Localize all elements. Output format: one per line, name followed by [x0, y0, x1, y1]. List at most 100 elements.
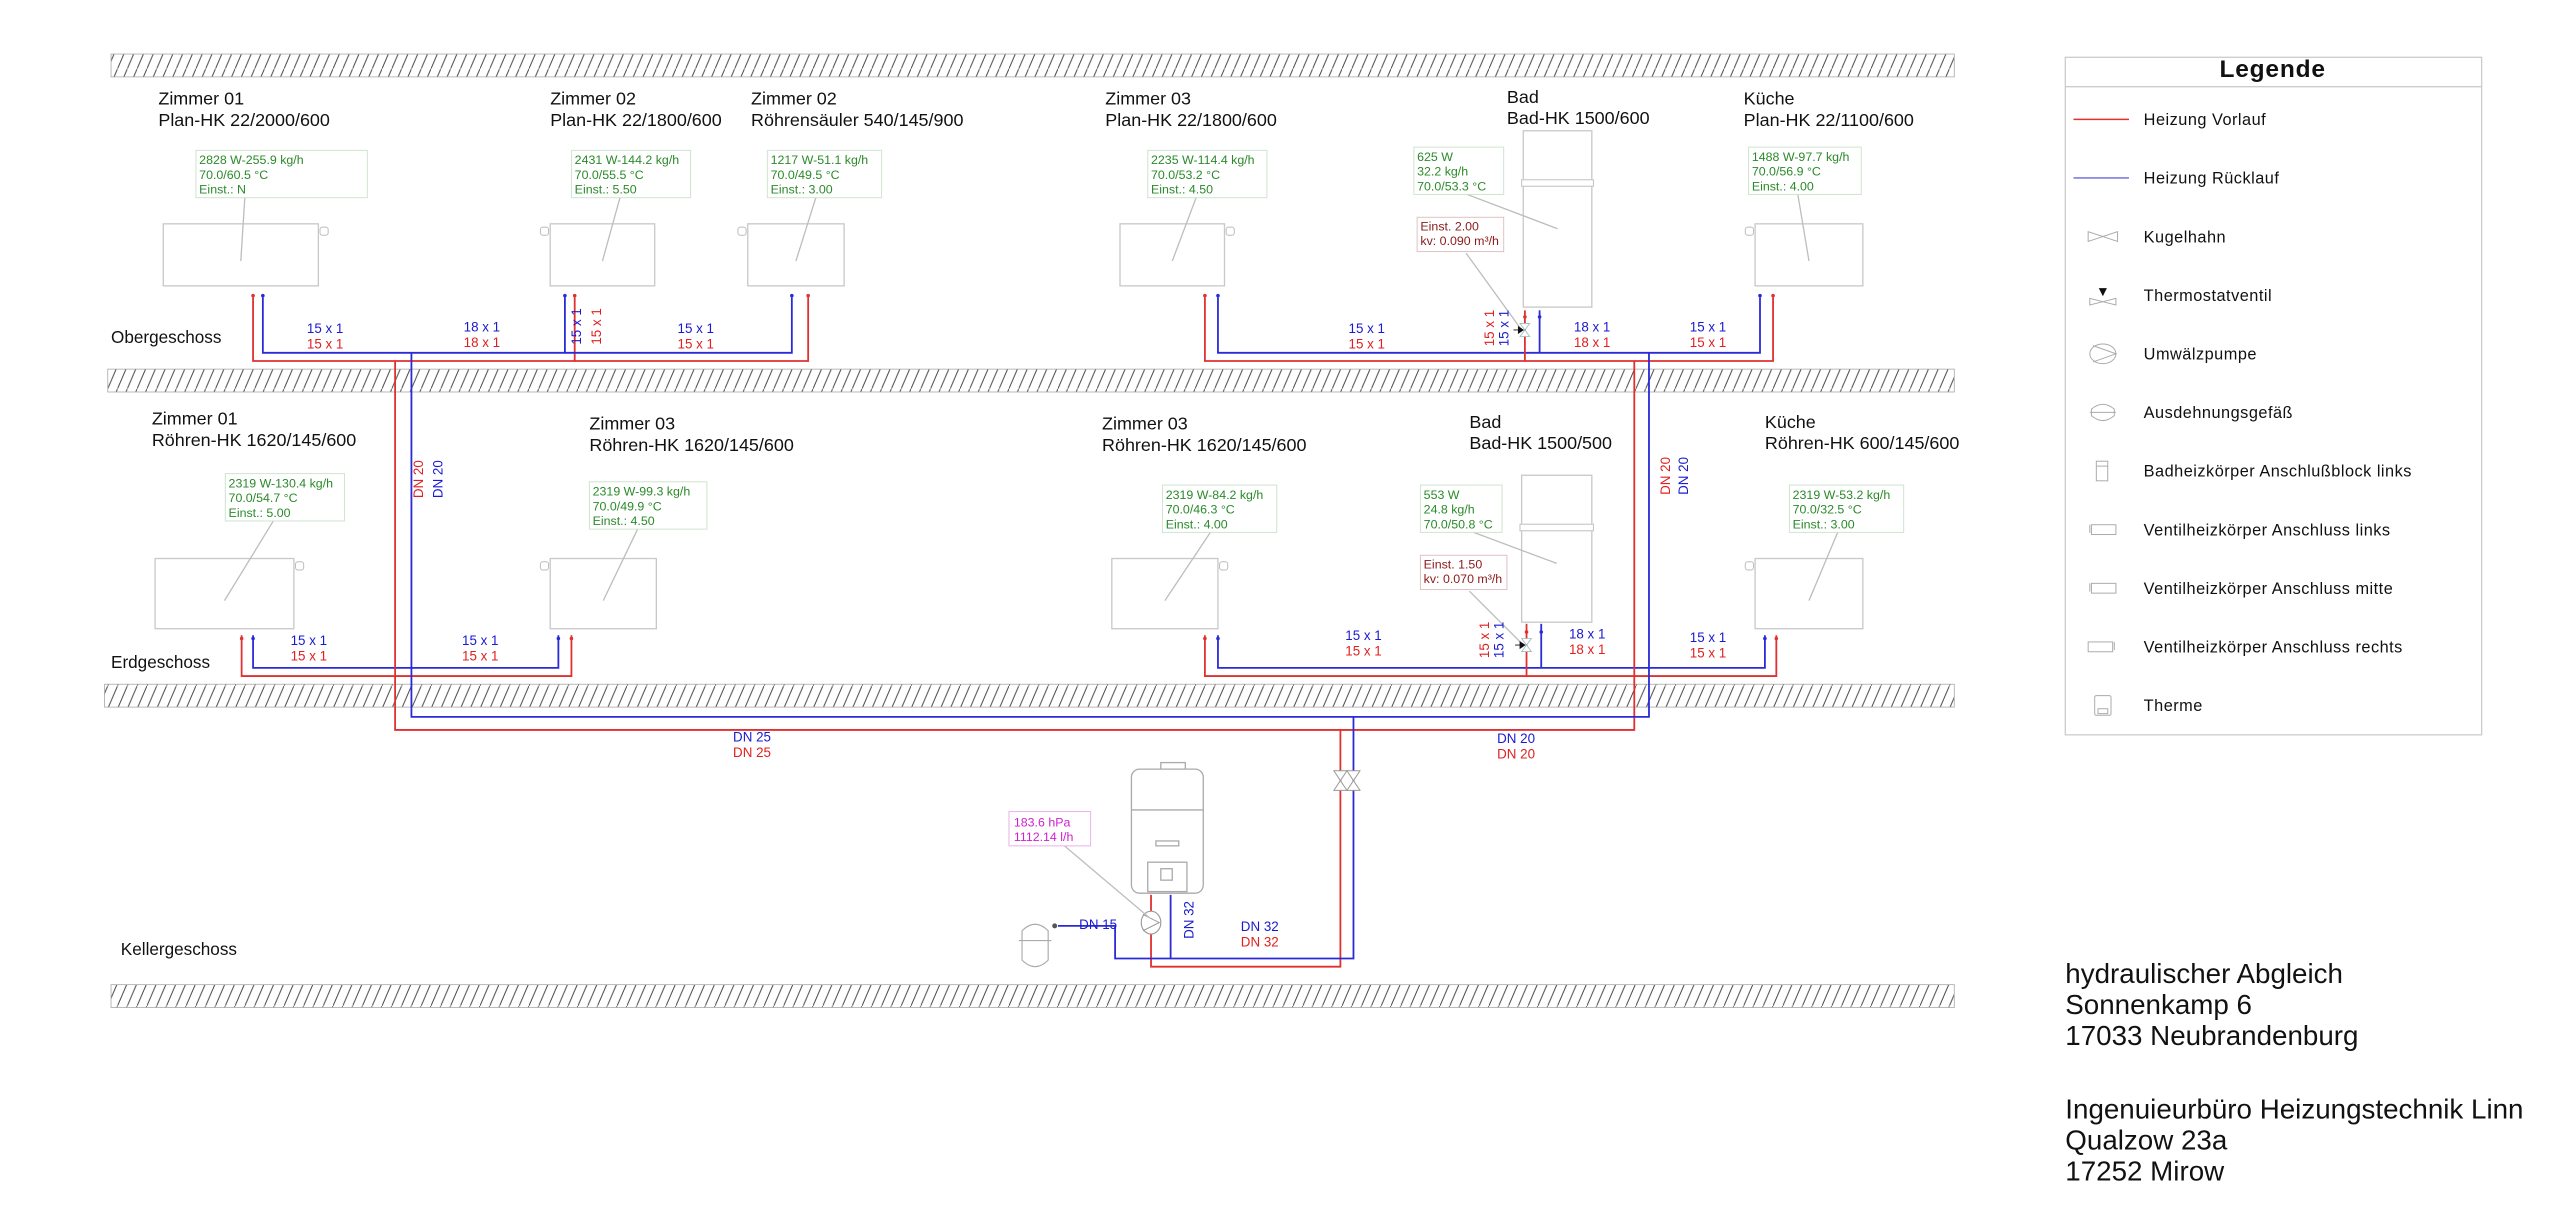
radiator-right-icon	[2087, 641, 2115, 653]
return-pipe-size: 15 x 1	[1349, 321, 1385, 336]
radiator-info-line: Einst.: 4.00	[1166, 517, 1228, 531]
return-connection	[261, 293, 265, 298]
company-city: 17252 Mirow	[2065, 1156, 2225, 1187]
supply-connection	[1771, 293, 1775, 298]
towel-bar	[1521, 179, 1595, 187]
radiator-body	[1754, 557, 1864, 630]
pipe-size-labels: 15 x 1 15 x 1 18 x 118 x 1 15 x 1 15 x 1 15 x…	[291, 308, 1727, 949]
radiator-type: Röhren-HK 600/145/600	[1765, 433, 1959, 453]
radiator-info-line: Einst.: 5.50	[575, 183, 637, 197]
pump-flow: 1112.14 l/h	[1014, 830, 1074, 844]
radiator-info-line: 2319 W-53.2 kg/h	[1793, 488, 1891, 502]
radiator-info-line: Einst.: 3.00	[1793, 517, 1855, 531]
supply-pipe-size: DN 20	[1497, 747, 1535, 762]
radiator-type: Plan-HK 22/1800/600	[550, 110, 722, 130]
valve-info-line: kv: 0.090 m³/h	[1420, 234, 1499, 248]
legend-item-label: Heizung Rücklauf	[2144, 170, 2280, 188]
company-name: Ingenuieurbüro Heizungstechnik Linn	[2065, 1094, 2523, 1125]
valve-actuator-icon	[1513, 325, 1525, 334]
boiler-display	[1160, 868, 1173, 881]
return-connection	[556, 636, 561, 641]
info-leader	[1171, 195, 1198, 262]
valve-leader	[1465, 252, 1523, 331]
radiator-info-box	[224, 473, 345, 522]
return-connection	[1216, 293, 1220, 298]
expansion-pipe-label: DN 15	[1079, 917, 1117, 932]
radiator-info-line: 2319 W-130.4 kg/h	[229, 476, 334, 490]
valve-actuator-icon	[1515, 641, 1526, 650]
floor-label-og: Obergeschoss	[111, 327, 221, 347]
radiator-info-box	[195, 149, 368, 199]
radiator-info-line: 70.0/50.8 °C	[1424, 517, 1493, 531]
info-leader	[602, 527, 639, 601]
supply-connection	[569, 636, 574, 641]
legend-item-label: Umwälzpumpe	[2144, 346, 2257, 364]
return-connection	[563, 293, 567, 298]
thermostat-head-icon	[737, 226, 747, 236]
return-connection	[790, 293, 794, 298]
supply-riser-left	[394, 360, 1636, 731]
room-name: Zimmer 03	[589, 414, 675, 434]
slab-roof	[110, 53, 1955, 78]
info-leader	[601, 195, 622, 262]
supply-pipe-size: DN 32	[1241, 934, 1279, 949]
legend-item-label: Ausdehnungsgefäß	[2144, 404, 2293, 422]
radiator-info-line: Einst.: 4.50	[593, 514, 655, 528]
radiator-info-box	[766, 149, 883, 199]
boiler-return-label: DN 32	[1181, 901, 1196, 939]
radiator-info-line: 70.0/32.5 °C	[1793, 503, 1862, 517]
radiator-info-line: 70.0/53.3 °C	[1417, 179, 1486, 193]
radiator-type: Röhren-HK 1620/145/600	[152, 430, 356, 450]
supply-pipe-size: 18 x 1	[464, 335, 500, 350]
legend-item-label: Ventilheizkörper Anschluss mitte	[2144, 580, 2394, 598]
thermostat-head-icon	[1225, 226, 1235, 236]
room-name: Bad	[1507, 87, 1539, 107]
radiator-body	[1754, 223, 1864, 287]
radiator-body	[1119, 223, 1226, 287]
radiator-body	[549, 223, 656, 287]
supply-pipe-size-vertical: 15 x 1	[589, 308, 604, 344]
supply-connection	[1524, 630, 1529, 634]
radiator-left-icon	[2089, 524, 2117, 536]
supply-pipe-size: 15 x 1	[1690, 335, 1726, 350]
supply-pipe-eg-right	[1204, 635, 1778, 677]
radiator-info-line: 1217 W-51.1 kg/h	[771, 153, 869, 167]
radiator-info-box	[1147, 149, 1268, 199]
radiator-middle-icon	[2089, 582, 2117, 594]
title-block: hydraulischer Abgleich Sonnenkamp 6 1703…	[2065, 958, 2523, 1187]
floor-label-eg: Erdgeschoss	[111, 652, 210, 672]
radiator-info-line: Einst.: 3.00	[771, 183, 833, 197]
return-pipe-size: 15 x 1	[462, 633, 498, 648]
thermostat-valve-icon	[1520, 638, 1533, 652]
valve-info-box	[1419, 554, 1508, 591]
supply-connection	[1523, 315, 1527, 319]
supply-pipe-size: 15 x 1	[291, 649, 327, 664]
radiator-info-line: 70.0/53.2 °C	[1151, 168, 1220, 182]
return-connection	[251, 636, 255, 641]
radiator-info-line: 32.2 kg/h	[1417, 165, 1468, 179]
info-leader	[223, 518, 275, 601]
room-name: Bad	[1469, 412, 1501, 432]
supply-pipe-size: DN 25	[733, 745, 771, 760]
supply-connection	[1203, 636, 1207, 641]
return-pipe-size: 18 x 1	[464, 320, 500, 335]
return-pipe-size: DN 32	[1241, 919, 1279, 934]
return-pipe-size: 15 x 1	[1690, 630, 1726, 645]
thermostat-head-icon	[295, 561, 305, 571]
supply-pipe-size: 15 x 1	[1345, 644, 1381, 659]
room-name: Zimmer 03	[1102, 414, 1188, 434]
room-name: Zimmer 01	[158, 89, 244, 109]
radiator-type: Plan-HK 22/1800/600	[1105, 110, 1277, 130]
radiator-type: Plan-HK 22/2000/600	[158, 110, 330, 130]
supply-connection	[239, 636, 244, 641]
radiator-body	[1111, 557, 1219, 630]
supply-connection	[572, 293, 577, 298]
legend-item-label: Therme	[2144, 697, 2203, 715]
